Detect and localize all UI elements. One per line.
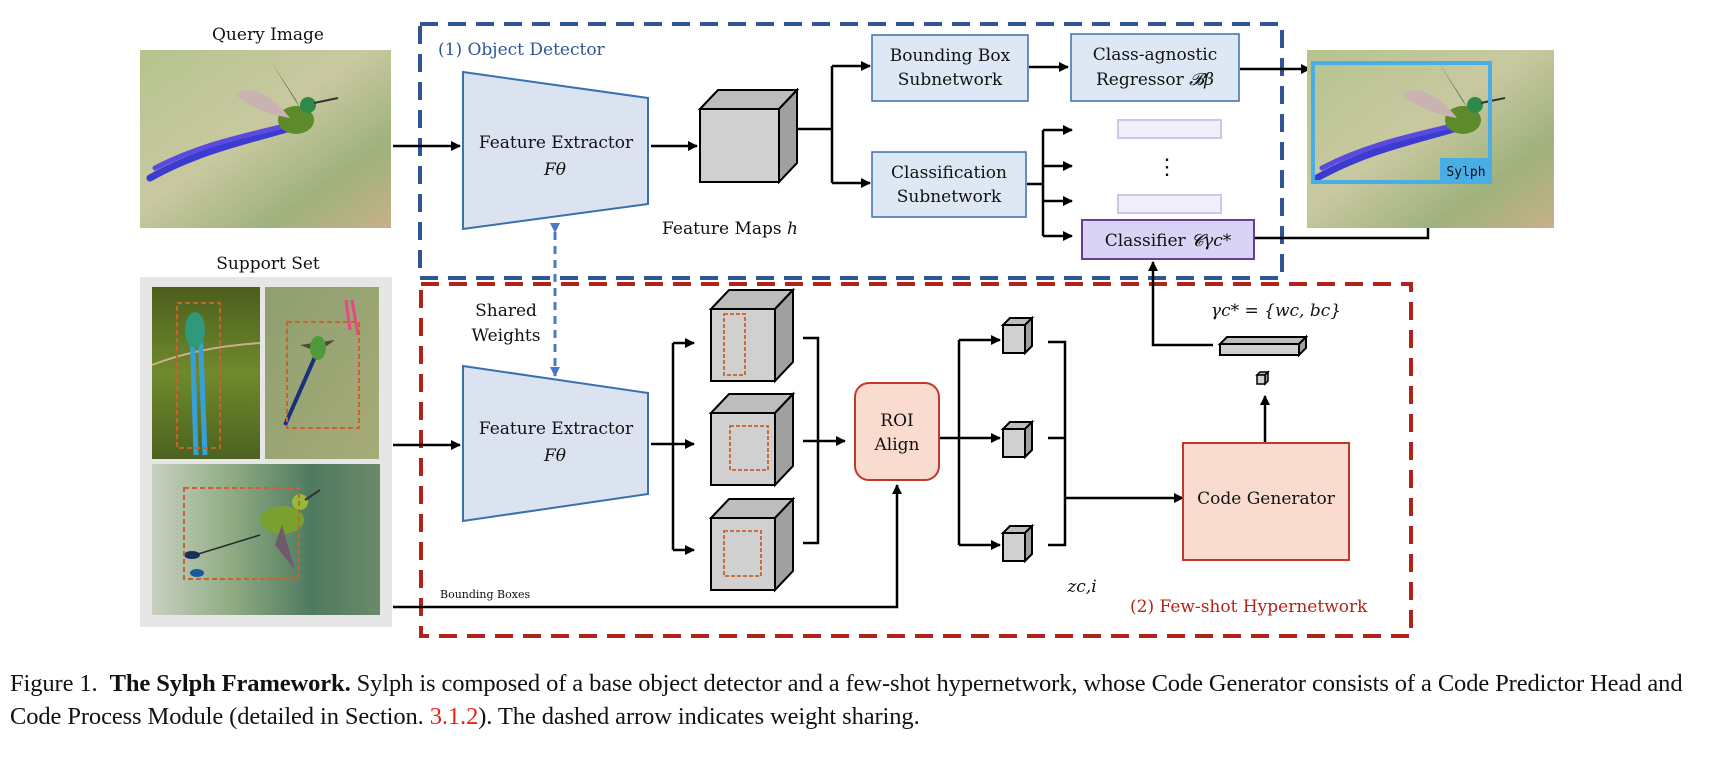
- svg-text:Align: Align: [874, 435, 920, 455]
- support-set-label: Support Set: [216, 254, 320, 274]
- code-generator-box: Code Generator: [1182, 442, 1350, 561]
- query-image: [140, 50, 391, 228]
- feature-extractor-top: Feature Extractor Fθ: [462, 70, 649, 231]
- hummingbird-illustration: [1313, 60, 1506, 182]
- support-bbox-1: [176, 302, 221, 449]
- figure-caption: Figure 1. The Sylph Framework. Sylph is …: [10, 667, 1710, 733]
- roi-split-connector: [940, 335, 1001, 550]
- vertical-ellipsis: ⋮: [1156, 155, 1178, 180]
- svg-text:Bounding Box: Bounding Box: [890, 46, 1011, 66]
- bbox-subnetwork: Bounding Box Subnetwork: [871, 34, 1029, 102]
- feature-extractor-symbol: Fθ: [543, 160, 566, 180]
- section-reference-link[interactable]: 3.1.2: [429, 703, 479, 730]
- classification-split-connector: [1027, 125, 1073, 241]
- svg-text:Regressor 𝓑β: Regressor 𝓑β: [1096, 70, 1214, 90]
- query-image-label: Query Image: [212, 25, 324, 45]
- support-feature-cube: [708, 496, 796, 593]
- hummingbird-illustration: [146, 60, 339, 182]
- classifier-box: Classifier 𝓒γc*: [1081, 219, 1255, 260]
- class-slot: [1117, 194, 1222, 214]
- arrow-weights-to-classifier: [1148, 261, 1213, 347]
- few-shot-hypernetwork-region: [419, 282, 1413, 638]
- sylph-framework-diagram: Query Image Support Set: [140, 22, 1554, 638]
- support-feature-cube: [708, 287, 796, 384]
- detection-tag: [1440, 158, 1492, 184]
- support-image-1: [151, 287, 261, 459]
- svg-text:Subnetwork: Subnetwork: [897, 187, 1002, 207]
- few-shot-hypernetwork-title: (2) Few-shot Hypernetwork: [1130, 597, 1368, 617]
- cubes-merge-connector: [803, 336, 846, 545]
- svg-text:ROI: ROI: [880, 411, 913, 431]
- class-slot: [1117, 119, 1222, 139]
- bounding-boxes-label: Bounding Boxes: [440, 588, 530, 601]
- featuremaps-split-connector: [798, 61, 871, 188]
- class-agnostic-regressor: Class-agnostic Regressor 𝓑β: [1070, 33, 1240, 102]
- svg-text:Feature Extractor: Feature Extractor: [479, 419, 634, 439]
- roi-feature-cube: [1000, 315, 1035, 356]
- caption-text-end: ). The dashed arrow indicates weight sha…: [478, 703, 920, 730]
- output-image: Sylph: [1307, 50, 1554, 228]
- classification-subnetwork: Classification Subnetwork: [871, 151, 1027, 218]
- gamma-equation: γc* = {wc, bc}: [1211, 301, 1341, 321]
- code-vector-cube: [1255, 370, 1270, 386]
- feature-maps-label: Feature Maps h: [662, 219, 798, 239]
- feature-maps-cube: [697, 87, 800, 185]
- extractor-split-connector: [651, 338, 695, 555]
- support-set-panel: [140, 277, 392, 627]
- svg-text:Class-agnostic: Class-agnostic: [1093, 45, 1218, 65]
- support-feature-cube: [708, 391, 796, 488]
- object-detector-title: (1) Object Detector: [438, 40, 606, 60]
- caption-prefix: Figure 1.: [10, 670, 98, 697]
- svg-text:Classifier 𝓒γc*: Classifier 𝓒γc*: [1105, 231, 1232, 251]
- roi-feature-cube: [1000, 419, 1035, 460]
- svg-text:Classification: Classification: [891, 163, 1007, 183]
- z-merge-connector: [1048, 340, 1184, 547]
- detection-tag-label: Sylph: [1446, 165, 1485, 180]
- support-image-2: [265, 287, 379, 459]
- shared-weights-label: Weights: [472, 326, 541, 346]
- support-bbox-3: [183, 487, 300, 580]
- svg-text:Subnetwork: Subnetwork: [898, 70, 1003, 90]
- arrow-bounding-boxes-to-roi: [393, 484, 902, 609]
- feature-extractor-bottom: Feature Extractor Fθ: [462, 364, 649, 523]
- detection-bbox: [1311, 61, 1492, 184]
- classifier-weights-bar: [1217, 334, 1309, 358]
- svg-text:Code Generator: Code Generator: [1197, 489, 1336, 509]
- roi-feature-cube: [1000, 523, 1035, 564]
- support-bbox-2: [286, 321, 360, 429]
- svg-text:Fθ: Fθ: [543, 446, 566, 466]
- roi-align-box: ROI Align: [854, 382, 940, 481]
- shared-weights-label: Shared: [475, 301, 537, 321]
- feature-extractor-label: Feature Extractor: [479, 133, 634, 153]
- z-symbol: zc,i: [1066, 577, 1096, 597]
- caption-title: The Sylph Framework.: [109, 670, 351, 697]
- object-detector-region: [418, 22, 1284, 280]
- caption-text: Sylph is composed of a base object detec…: [10, 670, 1683, 730]
- support-image-3: [152, 464, 380, 615]
